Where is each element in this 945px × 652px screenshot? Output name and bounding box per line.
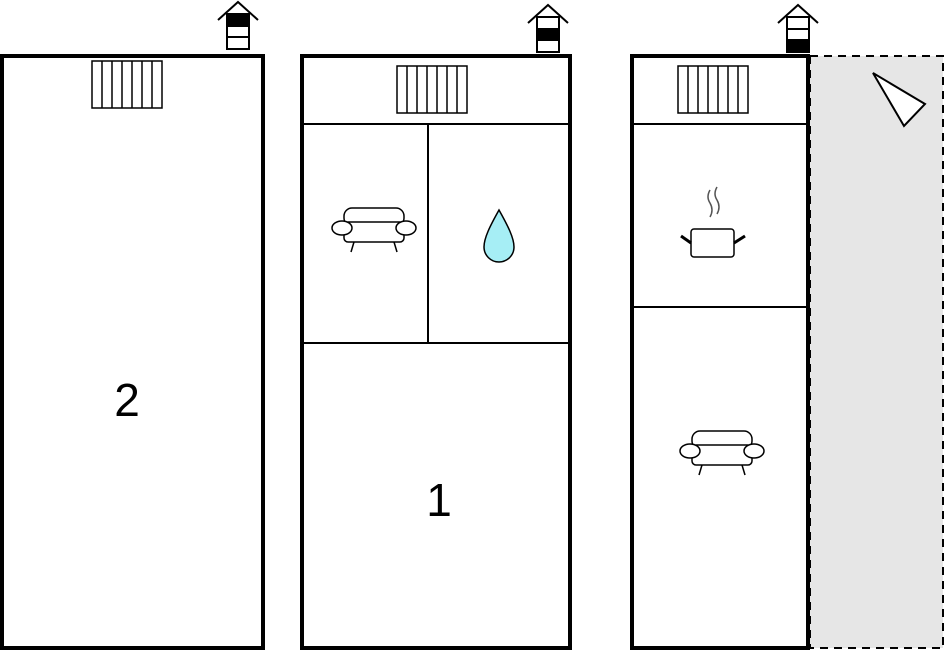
level-indicator-icon [217, 1, 259, 50]
sofa-icon [679, 430, 765, 476]
sofa-icon [331, 207, 417, 253]
room-number-1: 1 [426, 474, 452, 526]
floor-middle-outline [300, 54, 572, 650]
terrace-marker-icon [872, 72, 927, 128]
terrace-area [809, 55, 944, 649]
radiator-icon [396, 65, 468, 114]
level-indicator-icon [777, 4, 819, 53]
level-indicator-icon [527, 4, 569, 53]
floor-right-outline [630, 54, 810, 650]
water-drop-icon [483, 208, 515, 263]
floor-left-outline [0, 54, 265, 650]
radiator-icon [91, 60, 163, 109]
cooking-pot-icon [680, 186, 746, 258]
room-number-2: 2 [114, 374, 140, 426]
radiator-icon [677, 65, 749, 114]
